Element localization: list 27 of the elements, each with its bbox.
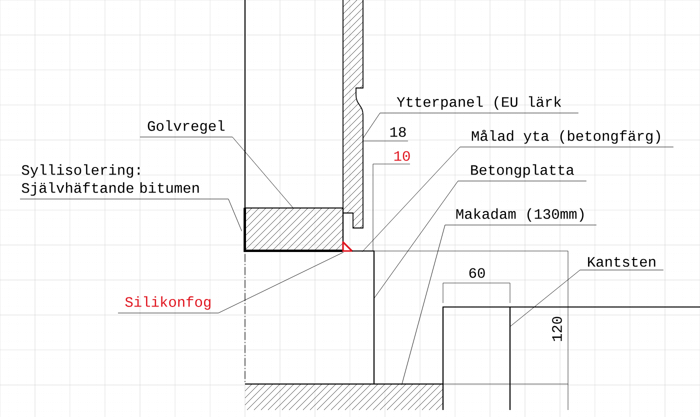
dimension-label: 10 — [394, 151, 410, 161]
section-part — [342, 0, 364, 228]
callout-label: Syllisolering: Självhäftande bitumen — [22, 164, 199, 196]
callout-label: Makadam (130mm) — [456, 208, 584, 222]
section-part — [244, 250, 375, 384]
leader-line — [510, 270, 664, 327]
dimension-label: 60 — [469, 268, 485, 278]
dimension-label: 18 — [390, 127, 406, 137]
section-part — [244, 0, 344, 250]
leader-line — [20, 198, 242, 232]
leader-line — [374, 180, 587, 298]
callout-label: Kantsten — [588, 257, 656, 267]
leader-line — [140, 136, 294, 208]
callout-label: Ytterpanel (EU lärk — [396, 96, 562, 110]
sealant-triangle — [342, 241, 353, 252]
callout-label: Golvregel — [148, 120, 225, 134]
bitumen-strip — [244, 208, 343, 252]
leader-line — [362, 146, 674, 252]
callout-label: Silikonfog — [125, 296, 210, 310]
leader-line — [118, 252, 344, 314]
section-part — [245, 383, 443, 410]
section-part — [442, 306, 511, 410]
callout-label: Målad yta (betongfärg) — [472, 130, 660, 144]
dimension-label: 120 — [552, 316, 562, 341]
callout-label: Betongplatta — [471, 164, 574, 178]
leader-line — [402, 224, 597, 386]
leader-line — [362, 112, 579, 138]
